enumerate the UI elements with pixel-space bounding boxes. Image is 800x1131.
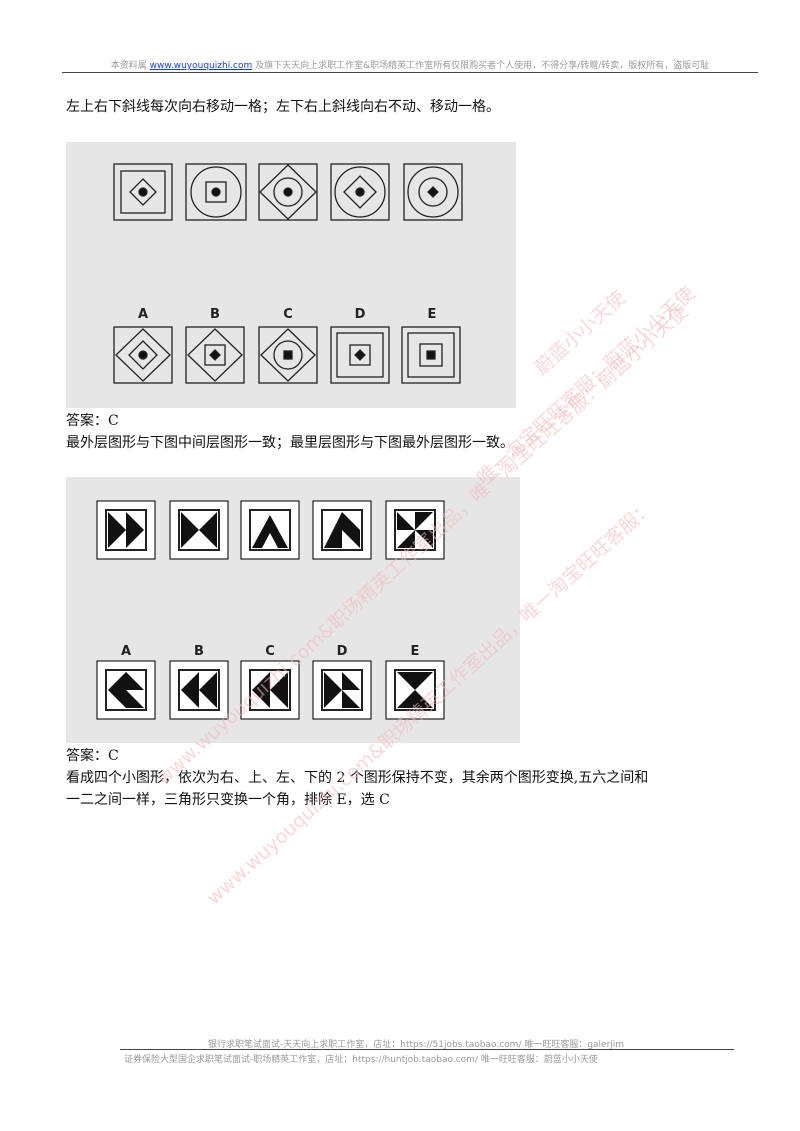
puzzle2-option-e-figure <box>397 672 433 708</box>
puzzle2-label-c: C <box>265 644 275 659</box>
puzzle2-top-4 <box>324 512 360 548</box>
puzzle1-label-a: A <box>138 307 148 322</box>
puzzle2-top-2 <box>181 512 217 548</box>
puzzle1-option-a-figure <box>113 326 173 384</box>
header-link[interactable]: www.wuyouquizhi.com <box>149 61 253 71</box>
puzzle2-label-e: E <box>411 644 420 659</box>
puzzle1-option-e-figure <box>401 326 461 384</box>
puzzle2-option-d-figure <box>324 672 360 708</box>
puzzle1-top-2 <box>185 163 247 221</box>
puzzle1-top-4 <box>330 163 390 221</box>
puzzle1-label-c: C <box>283 307 293 322</box>
puzzle1-label-b: B <box>210 307 220 322</box>
answer2-label: 答案：C <box>66 748 119 764</box>
answer2-explanation-line2: 一二之间一样，三角形只变换一个角，排除 E，选 C <box>66 792 390 808</box>
puzzle1-label-d: D <box>355 307 366 322</box>
answer1-explanation: 最外层图形与下图中间层图形一致；最里层图形与下图最外层图形一致。 <box>66 435 514 451</box>
header-suffix: 及旗下天天向上求职工作室&职场精英工作室所有仅限购买者个人使用，不得分享/转赠/… <box>255 61 710 71</box>
answer2-explanation-line1: 看成四个小图形，依次为右、上、左、下的 2 个图形保持不变，其余两个图形变换,五… <box>66 770 649 786</box>
puzzle1-top-3 <box>258 163 318 221</box>
puzzle1-label-e: E <box>428 307 437 322</box>
puzzle2-label-a: A <box>121 644 131 659</box>
page-header: 本资料属 www.wuyouquizhi.com 及旗下天天向上求职工作室&职场… <box>60 58 760 71</box>
puzzle2-top-1 <box>108 512 144 548</box>
footer-line-1: 银行求职笔试面试-天天向上求职工作室，店址：https://51jobs.tao… <box>208 1040 625 1050</box>
puzzle2-label-d: D <box>337 644 348 659</box>
footer-divider <box>120 1049 734 1050</box>
puzzle2-option-c-figure <box>252 672 288 708</box>
answer1-label: 答案：C <box>66 413 119 429</box>
header-divider <box>62 72 758 73</box>
puzzle2-top-3 <box>252 515 288 548</box>
puzzle1-figure: A B C D E <box>66 142 516 408</box>
puzzle1-top-1 <box>113 163 173 221</box>
puzzle2-svg: A B C D E <box>96 500 445 720</box>
puzzle1-option-b-figure <box>185 326 245 384</box>
puzzle2-label-b: B <box>194 644 204 659</box>
puzzle2-option-a-figure <box>108 672 144 708</box>
header-prefix: 本资料属 <box>110 61 147 71</box>
puzzle2-figure: A B C D E <box>66 477 520 743</box>
puzzle1-top-5 <box>403 163 463 221</box>
puzzle2-option-b-figure <box>181 672 217 708</box>
footer-line-2: 证券保险大型国企求职笔试面试-职场精英工作室，店址：https://huntjo… <box>124 1055 598 1065</box>
question1-explanation: 左上右下斜线每次向右移动一格；左下右上斜线向右不动、移动一格。 <box>66 99 500 115</box>
puzzle1-svg: A B C D E <box>113 163 463 384</box>
puzzle1-option-c-figure <box>258 326 318 384</box>
puzzle1-option-d-figure <box>330 326 390 384</box>
puzzle2-top-5 <box>397 512 433 548</box>
watermark-1: 蔚蓝小小天使 <box>530 286 631 380</box>
